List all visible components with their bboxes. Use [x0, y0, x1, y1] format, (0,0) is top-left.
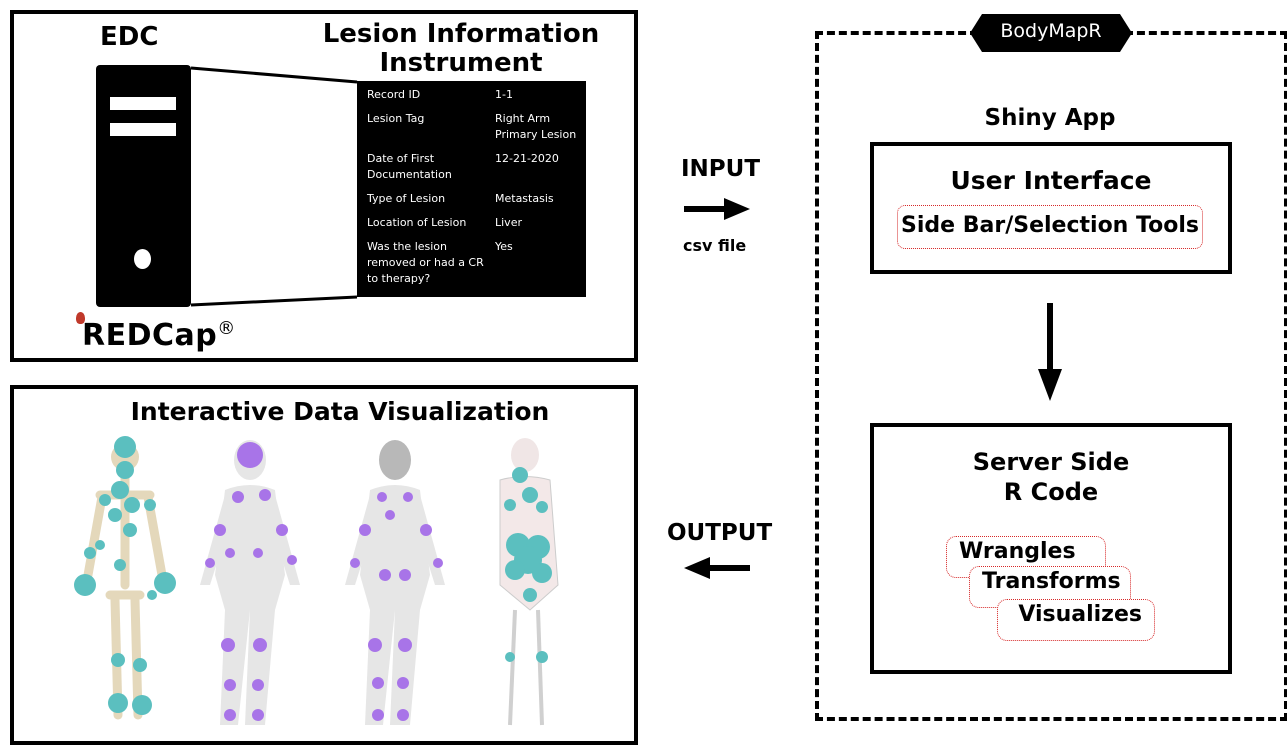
shiny-app-title: Shiny App: [984, 105, 1116, 131]
output-label: OUTPUT: [667, 520, 773, 546]
server-title-line1: Server Side: [972, 448, 1130, 476]
drive-slot-icon: [110, 123, 176, 136]
lesion-markers-purple-front: [205, 442, 297, 721]
table-row: Type of Lesion Metastasis: [367, 191, 578, 207]
organ-figure: [499, 438, 559, 726]
field-key: Date Rendered NED: [367, 296, 477, 309]
drive-slot-icon: [110, 97, 176, 110]
visualization-title: Interactive Data Visualization: [130, 397, 550, 426]
front-body-figure: [200, 440, 300, 725]
right-arrow-icon: [684, 198, 750, 220]
lesion-markers-teal: [74, 436, 176, 715]
input-label: INPUT: [681, 156, 761, 182]
instrument-title: Lesion Information Instrument: [322, 19, 600, 78]
lesion-markers-teal-organs: [504, 467, 552, 663]
field-value: 02-01-2021: [495, 296, 559, 309]
user-interface-title: User Interface: [950, 166, 1152, 195]
edc-label: EDC: [100, 22, 159, 52]
power-light-icon: [134, 249, 151, 269]
table-row: Date Rendered NED 02-01-2021: [367, 295, 578, 311]
server-title-line2: R Code: [1003, 478, 1099, 506]
body-figures: [74, 436, 559, 726]
sidebar-selection-tools: Side Bar/Selection Tools: [897, 205, 1203, 249]
server-icon: [96, 65, 191, 307]
server-to-instrument-connector: [190, 66, 358, 307]
table-row: Lesion Tag Right Arm Primary Lesion: [367, 111, 578, 143]
redcap-mark-icon: [76, 312, 85, 324]
field-value: Liver: [495, 216, 522, 229]
field-value: Metastasis: [495, 192, 554, 205]
table-row: Location of Lesion Liver: [367, 215, 578, 231]
bodymapr-tag-shape: [970, 14, 1132, 52]
back-body-figure: [345, 440, 445, 725]
field-value: 1-1: [495, 88, 513, 101]
server-side-title: Server Side R Code: [870, 447, 1232, 507]
field-key: Lesion Tag: [367, 112, 425, 125]
field-key: Type of Lesion: [367, 192, 446, 205]
redcap-logo: REDCap®: [82, 318, 236, 353]
csv-file-label: csv file: [683, 236, 747, 255]
lesion-markers-purple-back: [350, 492, 443, 721]
table-row: Was the lesion removed or had a CR to th…: [367, 239, 578, 287]
instrument-table: Record ID 1-1 Lesion Tag Right Arm Prima…: [357, 81, 586, 309]
table-row: Record ID 1-1: [367, 87, 578, 103]
field-key: Date of First Documentation: [367, 152, 452, 181]
registered-mark: ®: [217, 318, 236, 339]
step-visualizes: Visualizes: [997, 599, 1155, 641]
left-arrow-icon: [684, 557, 750, 579]
bodymapr-title: BodyMapR: [1000, 20, 1102, 42]
field-value: Yes: [495, 240, 513, 253]
field-value: Right Arm Primary Lesion: [495, 112, 577, 141]
field-value: 12-21-2020: [495, 152, 559, 165]
field-key: Record ID: [367, 88, 421, 101]
field-key: Location of Lesion: [367, 216, 467, 229]
table-row: Date of First Documentation 12-21-2020: [367, 151, 578, 183]
field-key: Was the lesion removed or had a CR to th…: [367, 240, 484, 285]
redcap-logo-text: REDCap: [82, 318, 218, 353]
down-arrow-icon: [1038, 303, 1062, 401]
